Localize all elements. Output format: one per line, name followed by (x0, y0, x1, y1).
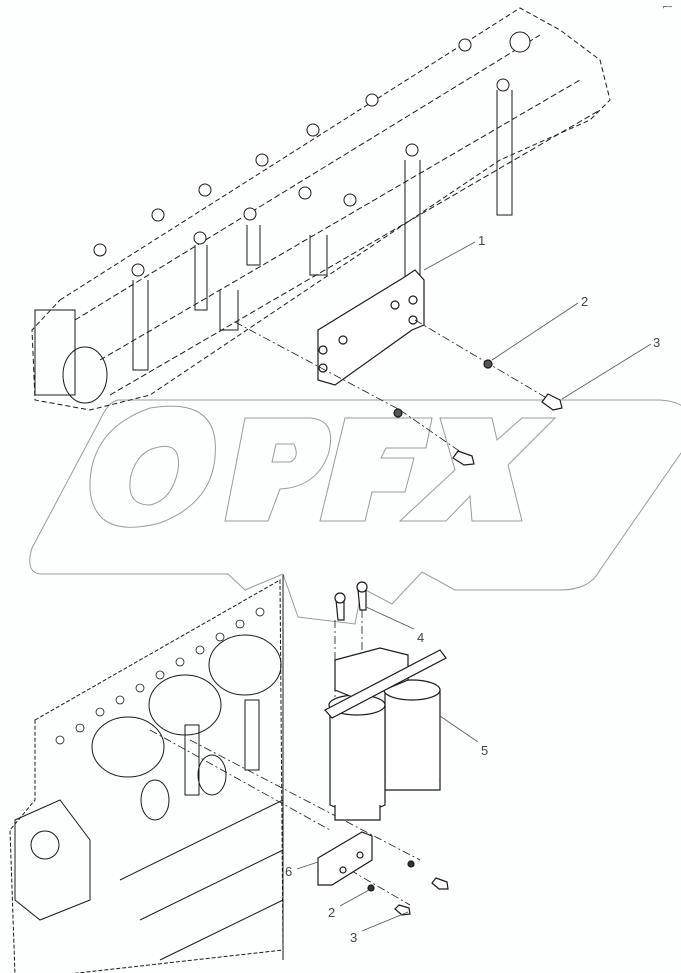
bolt-3-upper (541, 393, 563, 411)
watermark-letter-o (89, 405, 216, 528)
assembly-center-lines (149, 319, 551, 906)
washer-2-lower (367, 884, 375, 892)
bolt-lower-right (431, 877, 449, 890)
callout-2-lower: 2 (328, 905, 336, 920)
callout-3-upper: 3 (653, 335, 661, 350)
upper-fasteners (393, 359, 563, 466)
bolts-part-4 (334, 581, 368, 621)
opex-watermark (29, 399, 681, 625)
callout-2-upper: 2 (581, 294, 589, 309)
callout-5: 5 (481, 743, 489, 758)
lower-fasteners (367, 860, 449, 916)
bracket-part-6 (317, 831, 373, 886)
callout-4: 4 (417, 630, 425, 645)
fuel-filter-assembly-5 (324, 647, 447, 821)
washer-2-upper (483, 359, 493, 369)
callout-1: 1 (478, 233, 486, 248)
bolt-3-lower (394, 904, 411, 916)
bolt-upper-left (452, 450, 475, 466)
callout-3-lower: 3 (350, 930, 358, 945)
bracket-part-1 (317, 269, 425, 386)
engine-block (9, 575, 284, 973)
watermark-letter-e (319, 417, 433, 522)
callout-leader-lines (296, 241, 652, 932)
callout-6: 6 (285, 864, 293, 879)
watermark-letter-x (398, 417, 557, 522)
corner-mark: ⌐– (663, 2, 673, 11)
watermark-letter-p (224, 417, 332, 522)
washer-lower-right (407, 860, 415, 868)
exhaust-manifold (31, 7, 611, 411)
washer-upper-left (393, 408, 403, 418)
